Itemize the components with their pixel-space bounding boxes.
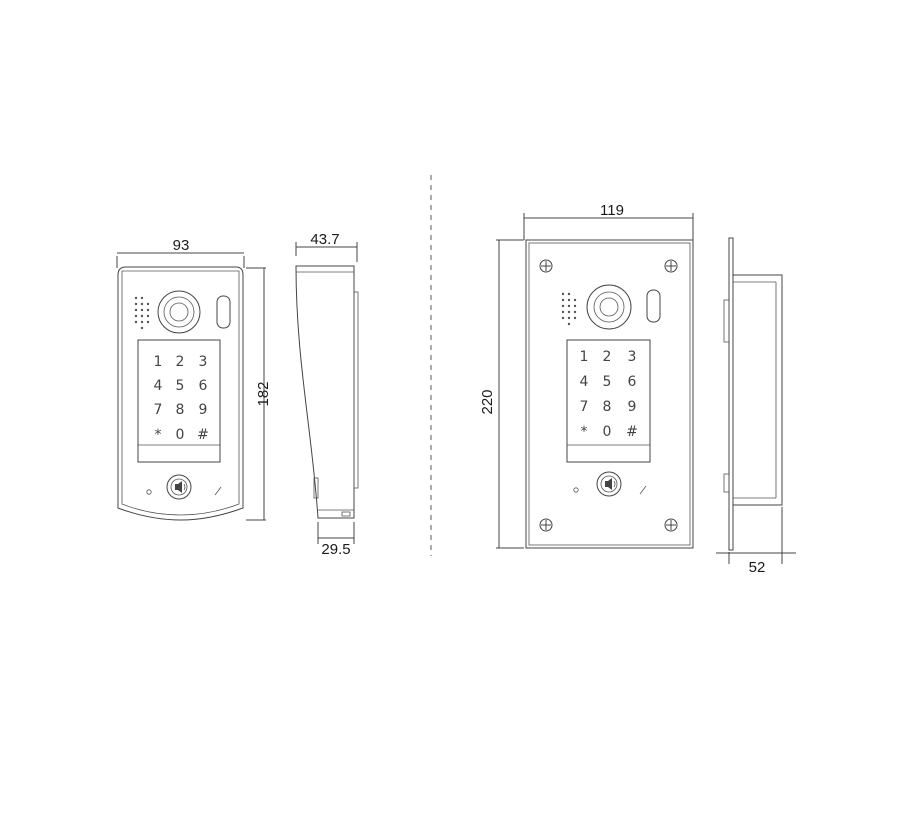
side-back-plate <box>353 291 359 489</box>
flush-height-label: 220 <box>479 389 496 414</box>
screw-icon <box>664 518 678 532</box>
keypad-key: 4 <box>580 374 589 390</box>
surface-panel-outline <box>117 266 244 521</box>
keypad-key: # <box>626 424 638 440</box>
surface-keypad-keys: 1 2 3 4 5 6 7 8 9 * 0 # <box>154 354 209 443</box>
screw-icon <box>664 259 678 273</box>
keypad-key: 7 <box>154 402 163 418</box>
flush-front-plate-side <box>728 237 734 551</box>
camera-icon <box>586 284 632 330</box>
flush-unit-front-view: 119 <box>479 202 694 549</box>
keypad-key: 2 <box>176 354 185 370</box>
side-depth-bottom-label: 29.5 <box>321 541 350 558</box>
camera-icon <box>157 290 201 334</box>
screw-icon <box>539 259 553 273</box>
keypad-key: 5 <box>603 374 612 390</box>
keypad-key: 0 <box>603 424 612 440</box>
keypad-key: 9 <box>628 399 637 415</box>
keypad-key: 3 <box>628 349 637 365</box>
keypad-key: 0 <box>176 427 185 443</box>
call-button-icon <box>166 474 192 500</box>
keypad-key: 3 <box>199 354 208 370</box>
keypad-key: 1 <box>154 354 163 370</box>
light-sensor-icon <box>216 295 231 329</box>
keypad-key: * <box>155 427 162 443</box>
speaker-grille-icon <box>134 296 150 330</box>
flush-keypad-panel <box>566 339 651 463</box>
surface-width-label: 93 <box>173 237 190 254</box>
keypad-key: 1 <box>580 349 589 365</box>
keypad-key: 6 <box>628 374 637 390</box>
flush-keypad-keys: 1 2 3 4 5 6 7 8 9 * 0 # <box>580 349 638 440</box>
flush-width-label: 119 <box>600 202 624 219</box>
keypad-key: 7 <box>580 399 589 415</box>
keypad-key: 4 <box>154 378 163 394</box>
nfc-icon <box>214 486 222 496</box>
light-sensor-icon <box>646 289 661 323</box>
microphone-icon <box>573 487 579 493</box>
microphone-icon <box>146 489 152 495</box>
surface-unit-front-view: 93 1 2 3 4 5 6 <box>116 237 272 521</box>
screw-icon <box>539 518 553 532</box>
keypad-key: # <box>197 427 209 443</box>
surface-panel-inner <box>121 270 240 516</box>
keypad-key: 9 <box>199 402 208 418</box>
flush-unit-side-view: 52 <box>716 237 796 576</box>
surface-unit-side-view: 43.7 29.5 <box>295 231 359 558</box>
flush-backbox-outline <box>733 274 783 506</box>
surface-keypad-panel <box>137 339 221 463</box>
keypad-key: 6 <box>199 378 208 394</box>
speaker-grille-icon <box>561 292 577 326</box>
keypad-key: 2 <box>603 349 612 365</box>
side-depth-top-label: 43.7 <box>310 231 339 248</box>
surface-height-label: 182 <box>255 381 272 406</box>
keypad-key: 5 <box>176 378 185 394</box>
keypad-key: 8 <box>176 402 185 418</box>
call-button-icon <box>596 471 622 497</box>
flush-panel-outline <box>525 239 694 549</box>
nfc-icon <box>639 485 647 495</box>
flush-depth-label: 52 <box>749 559 766 576</box>
keypad-key: 8 <box>603 399 612 415</box>
side-housing-outline <box>295 265 355 519</box>
keypad-key: * <box>581 424 588 440</box>
